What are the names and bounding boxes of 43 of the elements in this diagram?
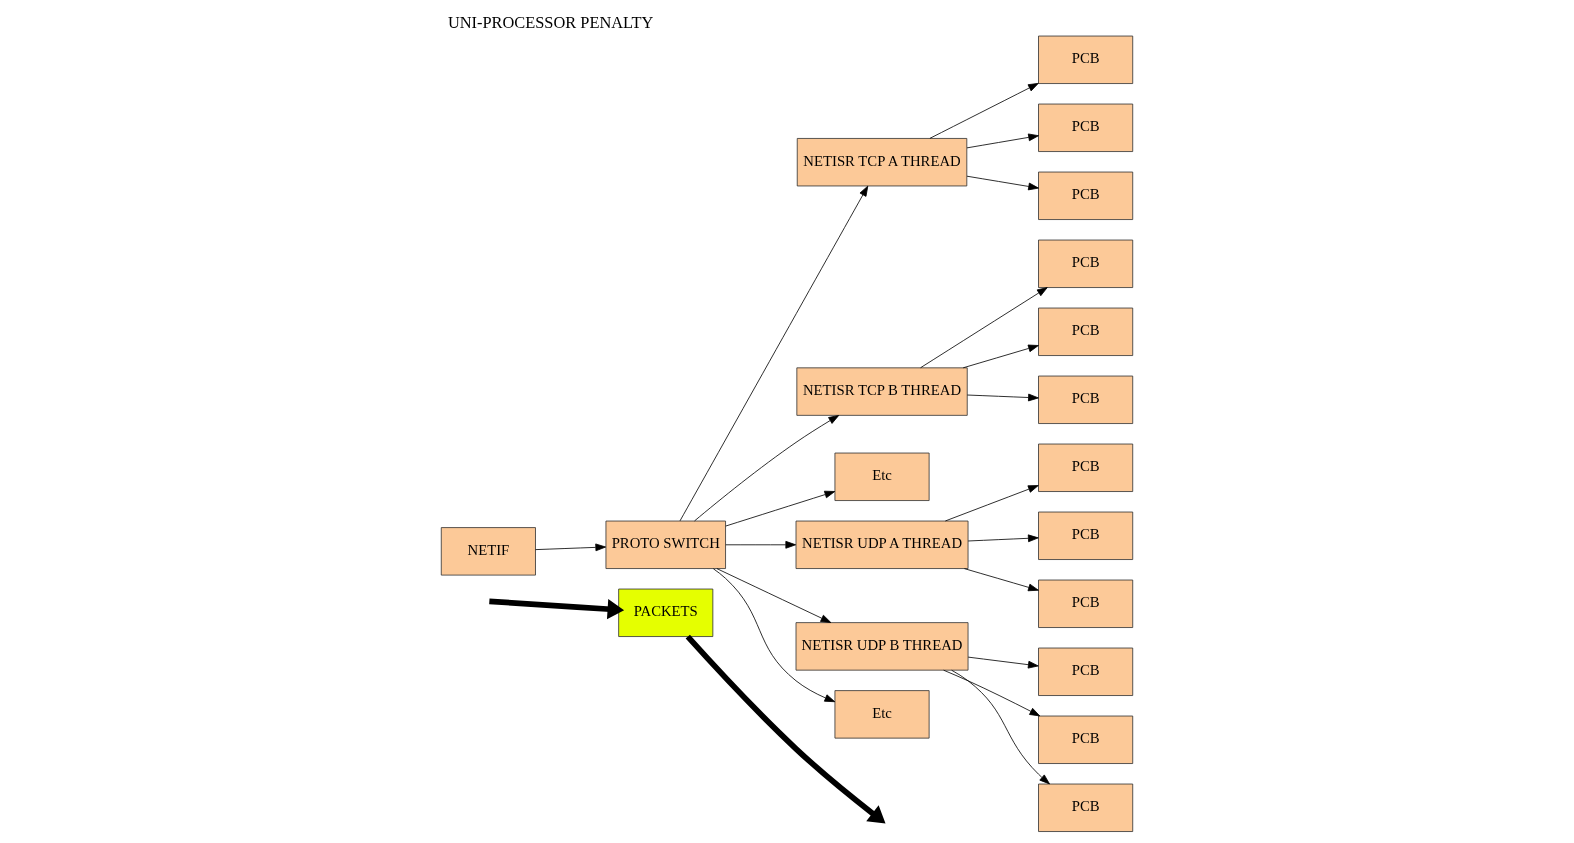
arrow xyxy=(694,415,840,522)
arrow xyxy=(920,287,1048,369)
arrow xyxy=(951,669,1050,785)
arrow xyxy=(929,82,1039,139)
node-box: NETISR TCP A THREAD xyxy=(796,138,968,187)
node-box: PACKETS xyxy=(618,588,714,637)
arrow xyxy=(712,568,836,703)
node-box: PROTO SWITCH xyxy=(605,520,726,569)
node-box: NETISR TCP B THREAD xyxy=(796,367,968,416)
arrow xyxy=(679,185,869,522)
node-box: NETISR UDP B THREAD xyxy=(795,622,969,671)
node-box: PCB xyxy=(1038,35,1134,84)
arrow xyxy=(685,634,886,824)
arrow xyxy=(966,175,1039,191)
arrow xyxy=(716,568,832,623)
node-box: Etc xyxy=(834,690,930,739)
arrow xyxy=(535,543,607,552)
arrow xyxy=(943,669,1041,717)
arrow xyxy=(966,133,1039,149)
node-box: NETIF xyxy=(440,527,536,576)
node-box: PCB xyxy=(1038,443,1134,492)
arrow xyxy=(944,485,1039,522)
node-box: PCB xyxy=(1038,307,1134,356)
node-box: PCB xyxy=(1038,375,1134,424)
node-box: PCB xyxy=(1038,511,1134,560)
arrow xyxy=(489,598,625,620)
arrow xyxy=(964,568,1039,592)
diagram-title: UNI-PROCESSOR PENALTY xyxy=(447,12,654,32)
arrow xyxy=(967,534,1039,543)
arrow xyxy=(962,344,1039,369)
node-box: PCB xyxy=(1038,103,1134,152)
node-box: PCB xyxy=(1038,579,1134,628)
arrow xyxy=(725,540,797,549)
arrow xyxy=(967,656,1039,669)
node-box: PCB xyxy=(1038,647,1134,696)
node-box: PCB xyxy=(1038,715,1134,764)
arrow xyxy=(966,393,1039,402)
node-box: Etc xyxy=(834,452,930,501)
node-box: PCB xyxy=(1038,239,1134,288)
node-box: PCB xyxy=(1038,171,1134,220)
arrow xyxy=(725,490,836,527)
node-box: PCB xyxy=(1038,783,1134,832)
node-box: NETISR UDP A THREAD xyxy=(795,520,969,569)
